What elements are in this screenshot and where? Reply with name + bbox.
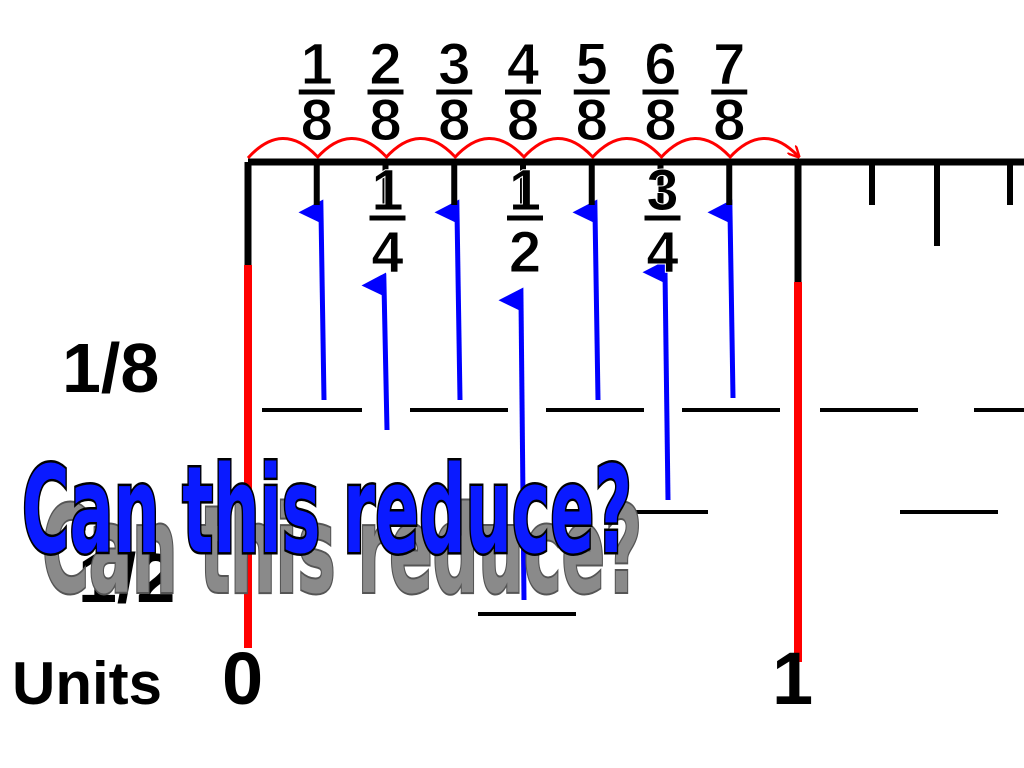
title-can-this-reduce: Can this reduce? — [22, 442, 632, 581]
hop-arrow — [521, 137, 593, 160]
pointer-arrow — [498, 287, 527, 601]
reduced-fraction-1-over-4: 14 — [369, 158, 406, 286]
fraction-numerator: 1 — [301, 32, 333, 97]
fraction-numerator: 3 — [438, 32, 470, 97]
ruler — [244, 158, 1024, 662]
fraction-4-over-8: 48 — [505, 32, 541, 154]
fraction-denominator: 8 — [369, 88, 401, 153]
pointer-arrow — [572, 199, 601, 401]
fraction-numerator: 7 — [713, 32, 745, 97]
fraction-numerator: 1 — [509, 158, 541, 223]
fraction-numerator: 1 — [371, 158, 403, 223]
hop-arrow — [384, 137, 456, 160]
fraction-6-over-8: 68 — [642, 32, 679, 154]
fraction-denominator: 8 — [713, 88, 745, 153]
fraction-7-over-8: 78 — [711, 32, 748, 154]
pointer-arrow — [707, 199, 736, 399]
one-label: 1 — [772, 637, 813, 720]
row-label-halves: 1/2 — [78, 539, 175, 617]
fraction-denominator: 8 — [644, 88, 676, 153]
hop-arrow — [315, 137, 387, 160]
hop-arrow — [590, 137, 662, 160]
fraction-numerator: 4 — [507, 32, 539, 97]
fraction-denominator: 8 — [507, 88, 539, 153]
fraction-denominator: 8 — [301, 88, 333, 153]
fraction-numerator: 3 — [646, 158, 678, 223]
fraction-numerator: 6 — [644, 32, 676, 97]
fraction-denominator: 4 — [646, 220, 678, 285]
fraction-denominator: 4 — [371, 220, 403, 285]
hop-arrow — [728, 137, 798, 158]
fraction-1-over-8: 18 — [298, 32, 335, 154]
units-label: Units — [12, 650, 162, 717]
title-shadow: Can this reduce? — [42, 482, 642, 621]
pointer-arrow — [298, 199, 327, 401]
fraction-numerator: 5 — [576, 32, 608, 97]
pointer-arrow — [434, 199, 463, 401]
fraction-3-over-8: 38 — [436, 32, 473, 154]
hop-arrow — [246, 137, 318, 160]
fraction-denominator: 8 — [576, 88, 608, 153]
pointer-arrows — [298, 199, 736, 601]
blank-answer-lines — [262, 408, 1024, 616]
pointer-arrow — [642, 259, 671, 501]
eighth-hop-arrows — [246, 137, 798, 160]
fraction-numerator: 2 — [369, 32, 401, 97]
zero-label: 0 — [222, 637, 263, 720]
fraction-denominator: 2 — [509, 220, 541, 285]
reduced-fraction-1-over-2: 12 — [507, 158, 543, 286]
row-label-eighths: 1/8 — [62, 329, 159, 407]
fraction-2-over-8: 28 — [367, 32, 404, 154]
hop-arrow — [453, 137, 525, 160]
fraction-5-over-8: 58 — [573, 32, 610, 154]
pointer-arrow — [361, 272, 390, 431]
reduced-fraction-3-over-4: 34 — [644, 158, 681, 286]
hop-arrow — [659, 137, 731, 160]
fraction-denominator: 8 — [438, 88, 470, 153]
